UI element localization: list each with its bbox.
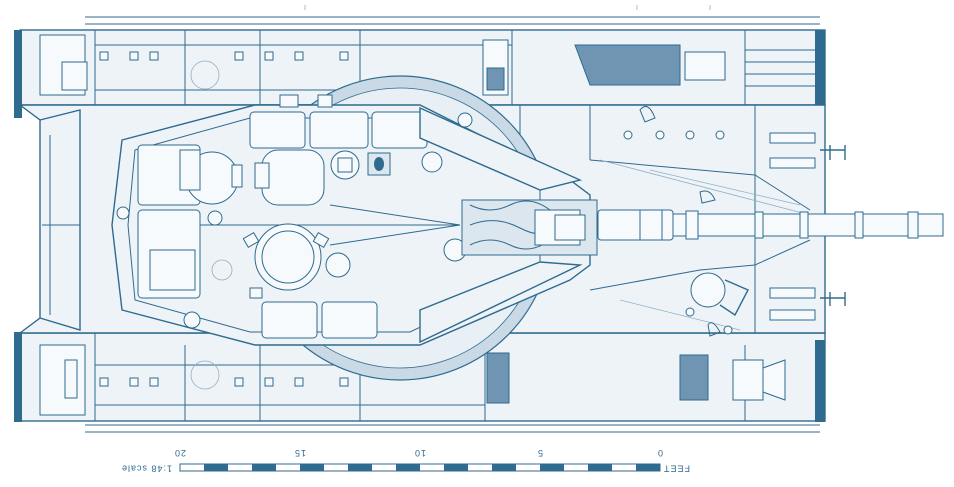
turret-bin-1	[249, 111, 306, 149]
scale-tick-label: 15	[294, 448, 306, 458]
scale-segment	[204, 464, 228, 471]
rear-fender-bottom	[14, 332, 22, 422]
turret-bin-3	[371, 111, 428, 149]
rear-stowage-box-bottom	[39, 344, 86, 416]
scale-ratio-label: 1:48 scale	[121, 464, 172, 474]
scale-tick-label: 20	[174, 448, 186, 458]
scale-bar-segments	[204, 464, 660, 471]
scale-segment	[252, 464, 276, 471]
scale-segment	[348, 464, 372, 471]
scale-segment	[636, 464, 660, 471]
front-fender-top	[815, 30, 825, 105]
rear-fender-top	[14, 30, 22, 118]
scale-segment	[396, 464, 420, 471]
mantlet-cheek-top	[419, 106, 583, 191]
loader-hatch	[179, 149, 243, 205]
gunner-sight-housing	[261, 149, 325, 206]
turret-bin-2	[309, 111, 369, 149]
smoke-discharger-right	[317, 94, 333, 108]
rear-deck-edge	[39, 109, 81, 331]
stowage-panel-dark	[486, 352, 510, 404]
scale-tick-label: 5	[537, 448, 543, 458]
sponson-bolts	[99, 51, 349, 387]
scale-segment	[588, 464, 612, 471]
scale-unit-label: FEET	[663, 464, 690, 474]
scale-tick-label: 10	[414, 448, 426, 458]
turret-bin-5	[321, 301, 378, 339]
scale-segment	[540, 464, 564, 471]
scale-segment	[300, 464, 324, 471]
driver-hatch-plate	[574, 44, 681, 86]
fume-extractor	[597, 209, 674, 241]
scale-segment	[492, 464, 516, 471]
scale-tick-label: 0	[657, 448, 663, 458]
headlight-cluster	[684, 51, 726, 81]
turret	[111, 94, 591, 346]
turret-bin-4	[261, 301, 318, 339]
smoke-discharger-left	[279, 94, 299, 108]
commander-cupola	[242, 223, 330, 299]
main-gun	[419, 106, 944, 344]
tow-hooks	[769, 132, 846, 321]
scale-segment	[444, 464, 468, 471]
driver-hatch	[690, 272, 749, 317]
driver-periscope	[732, 359, 764, 401]
front-fender-bottom	[815, 340, 825, 422]
scale-bar-ticks: 0 5 10 15 20	[174, 448, 663, 458]
mantlet-cheek-bottom	[419, 261, 583, 344]
scale-bar: 0 5 10 15 20 FEET 1:48 scale	[121, 448, 690, 474]
